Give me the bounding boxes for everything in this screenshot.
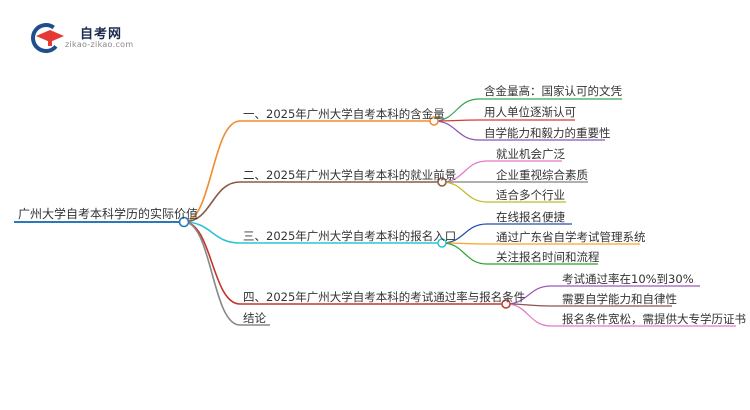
leaf-label-1-3: 自学能力和毅力的重要性 — [484, 126, 611, 140]
leaf-label-4-3: 报名条件宽松，需提供大专学历证书 — [562, 312, 746, 326]
branch-label-2: 二、2025年广州大学自考本科的就业前景 — [243, 168, 457, 182]
leaf-label-3-2: 通过广东省自学考试管理系统 — [496, 230, 646, 244]
branch-label-4: 四、2025年广州大学自考本科的考试通过率与报名条件 — [243, 290, 526, 304]
branch-connector-2 — [183, 181, 241, 223]
branch-connector-4 — [183, 221, 241, 305]
leaf-label-2-2: 企业重视综合素质 — [496, 168, 588, 182]
root-node-label: 广州大学自考本科学历的实际价值 — [18, 207, 199, 221]
graduation-cap-icon — [31, 23, 64, 53]
leaf-label-4-1: 考试通过率在10%到30% — [562, 272, 694, 286]
leaf-connector-2-3 — [441, 181, 488, 203]
leaf-label-3-3: 关注报名时间和流程 — [496, 250, 600, 264]
branch-label-5: 结论 — [243, 311, 266, 325]
logo-title: 自考网 — [80, 27, 123, 42]
leaf-label-1-1: 含金量高：国家认可的文凭 — [484, 84, 622, 98]
branch-node-3 — [437, 238, 447, 248]
branch-connector-3 — [183, 221, 241, 244]
leaf-connector-2-1 — [441, 160, 488, 183]
leaf-label-4-2: 需要自学能力和自律性 — [562, 292, 677, 306]
leaf-label-1-2: 用人单位逐渐认可 — [484, 105, 576, 119]
branch-node-2 — [437, 177, 447, 187]
site-logo — [31, 23, 64, 53]
branch-node-4 — [501, 299, 511, 309]
leaf-label-2-1: 就业机会广泛 — [496, 147, 565, 161]
leaf-label-3-1: 在线报名便捷 — [496, 210, 565, 224]
branch-node-1 — [429, 116, 439, 126]
leaf-connector-3-3 — [441, 242, 488, 265]
branch-label-3: 三、2025年广州大学自考本科的报名入口 — [243, 229, 457, 243]
branch-connector-5 — [183, 221, 241, 326]
leaf-label-2-3: 适合多个行业 — [496, 188, 565, 202]
logo-url: zikao-zikao.com — [65, 40, 134, 49]
branch-connector-1 — [183, 120, 241, 223]
leaf-connector-1-3 — [433, 120, 480, 141]
leaf-connector-4-3 — [505, 303, 552, 327]
root-node — [178, 216, 190, 228]
branch-label-1: 一、2025年广州大学自考本科的含金量 — [243, 107, 445, 121]
